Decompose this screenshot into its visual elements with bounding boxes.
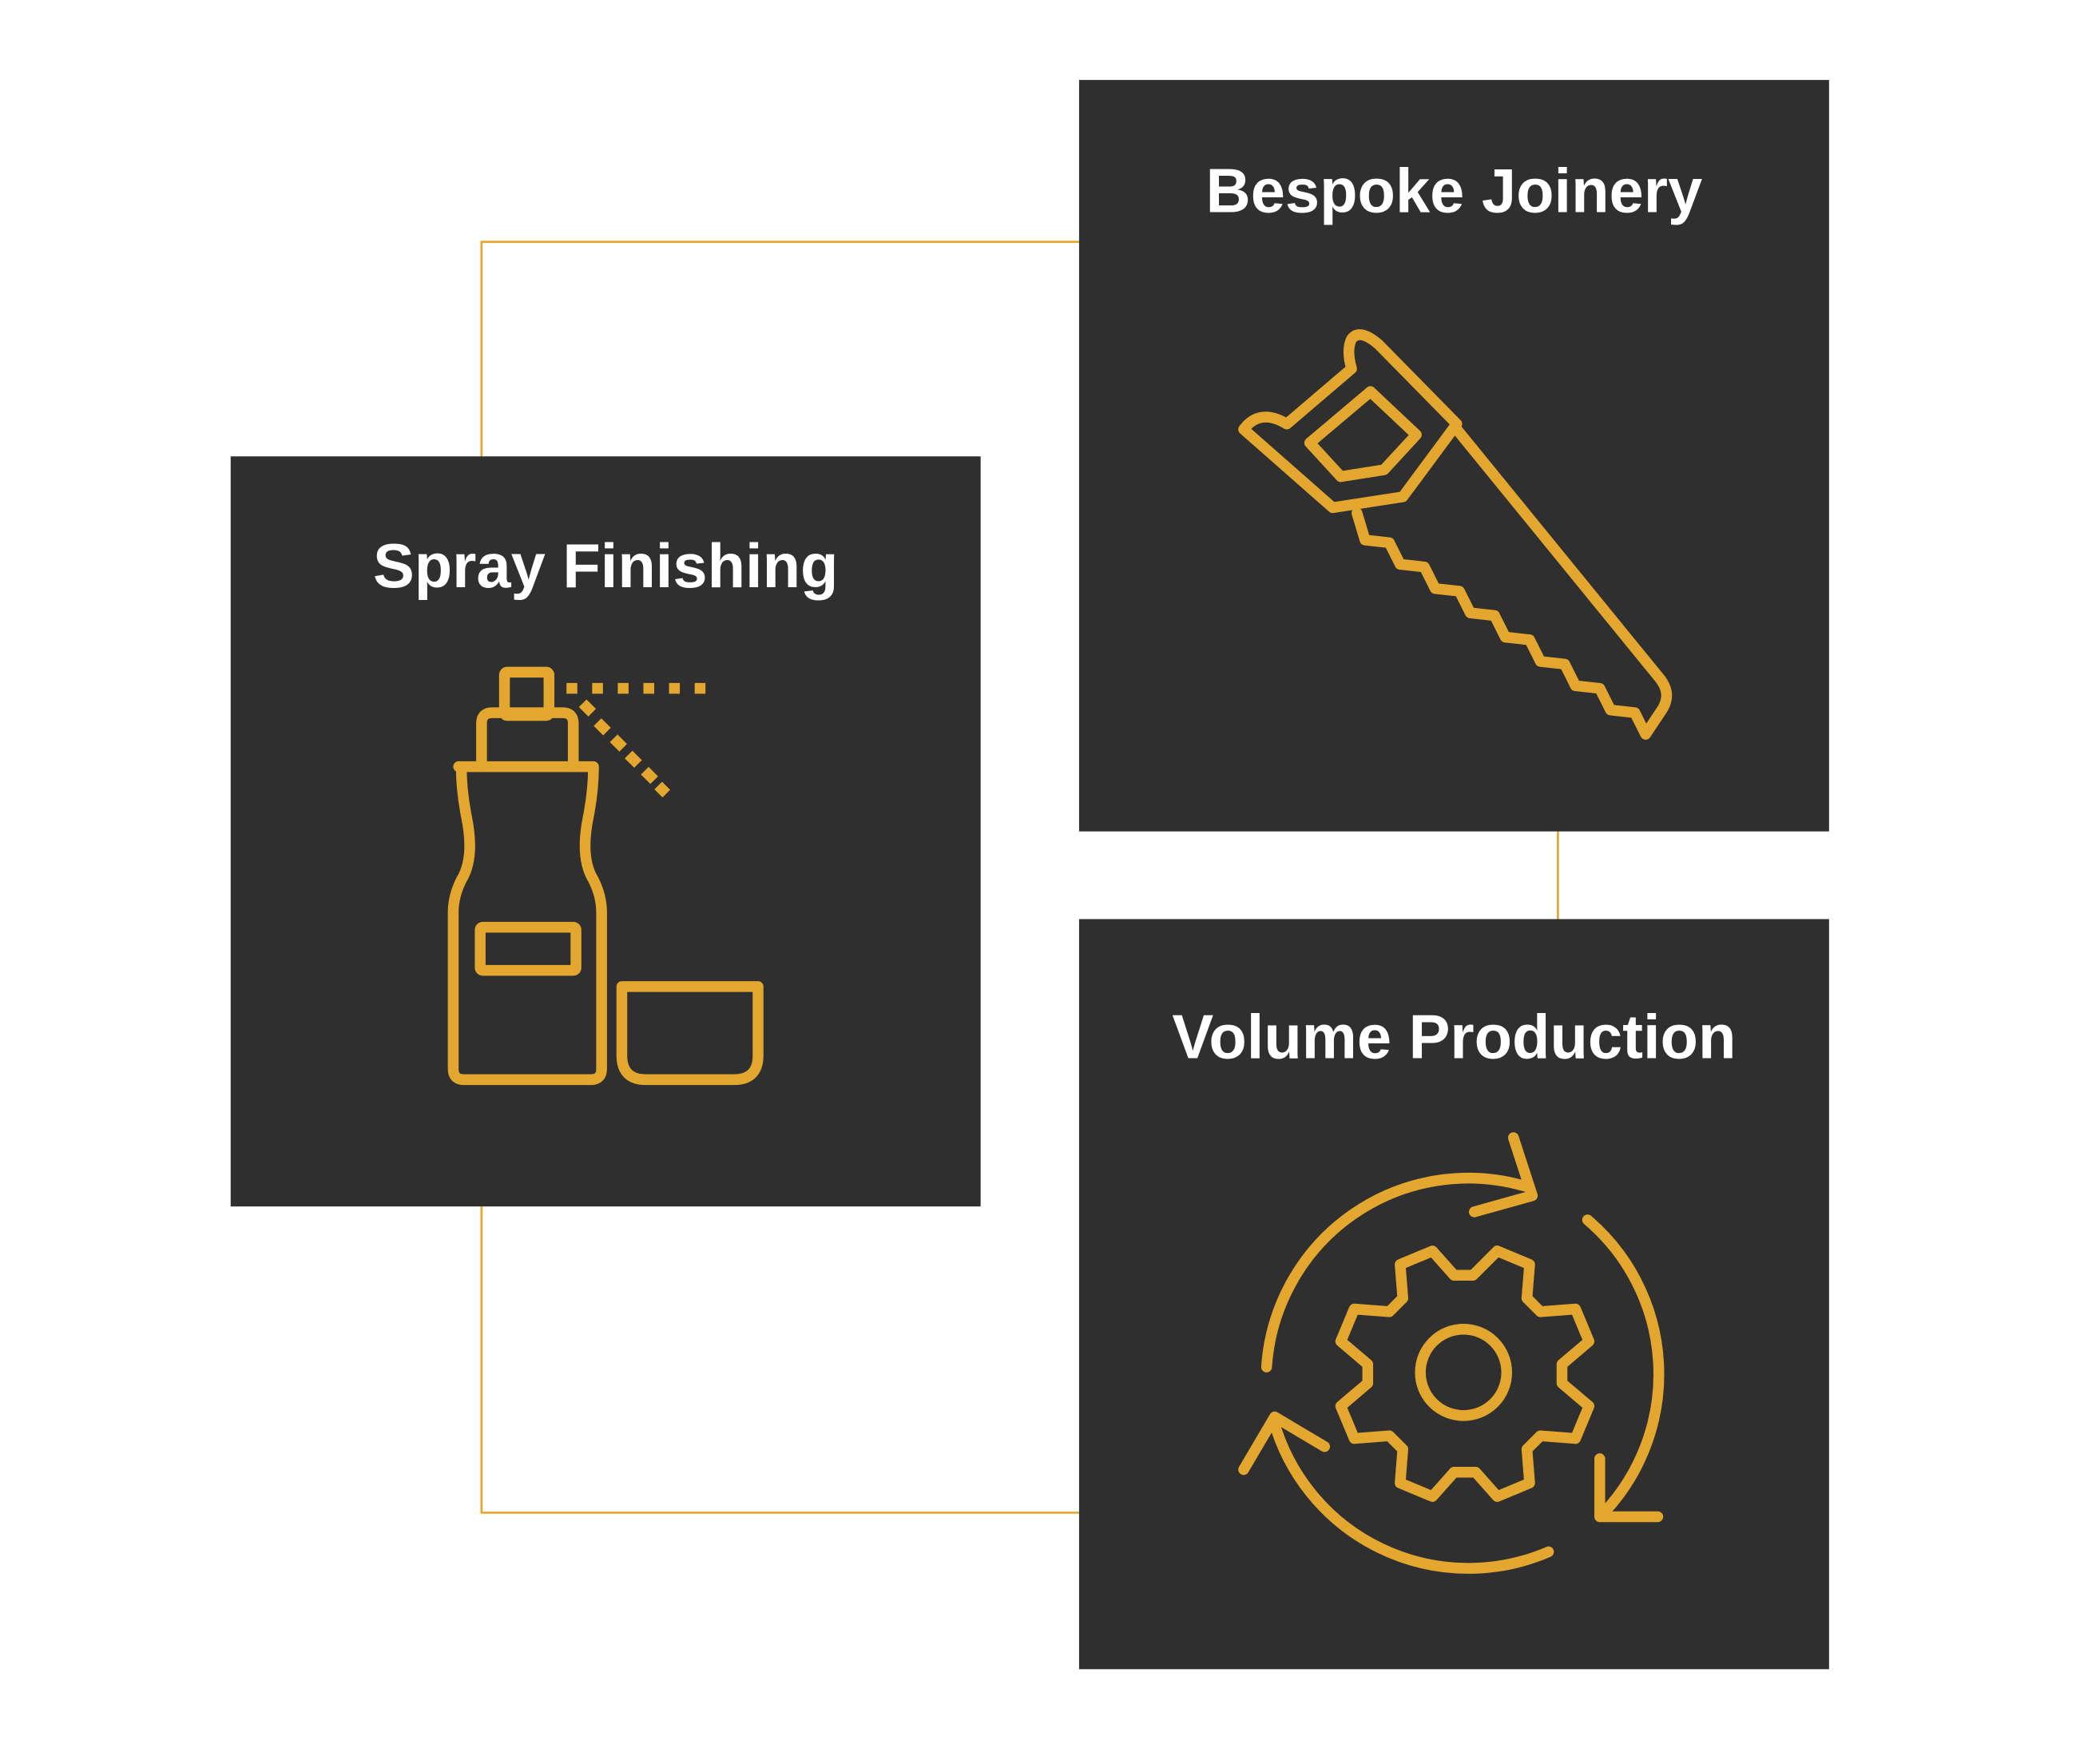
- card-background: [1078, 80, 1829, 832]
- card-title: Bespoke Joinery: [1206, 157, 1703, 226]
- card-background: [230, 456, 981, 1207]
- gear-cycle-icon: [1238, 1132, 1665, 1574]
- card-title: Volume Production: [1172, 1003, 1736, 1071]
- card-spray-finishing: Spray Finishing: [230, 456, 981, 1207]
- connector-top: [480, 240, 1079, 457]
- card-background: [1078, 919, 1829, 1670]
- card-title: Spray Finishing: [373, 532, 839, 601]
- hand-saw-icon: [1238, 329, 1673, 740]
- connector-bottom: [480, 1206, 1079, 1514]
- card-bespoke-joinery: Bespoke Joinery: [1078, 80, 1829, 832]
- card-volume-production: Volume Production: [1078, 919, 1829, 1670]
- spray-bottle-icon: [447, 666, 764, 1086]
